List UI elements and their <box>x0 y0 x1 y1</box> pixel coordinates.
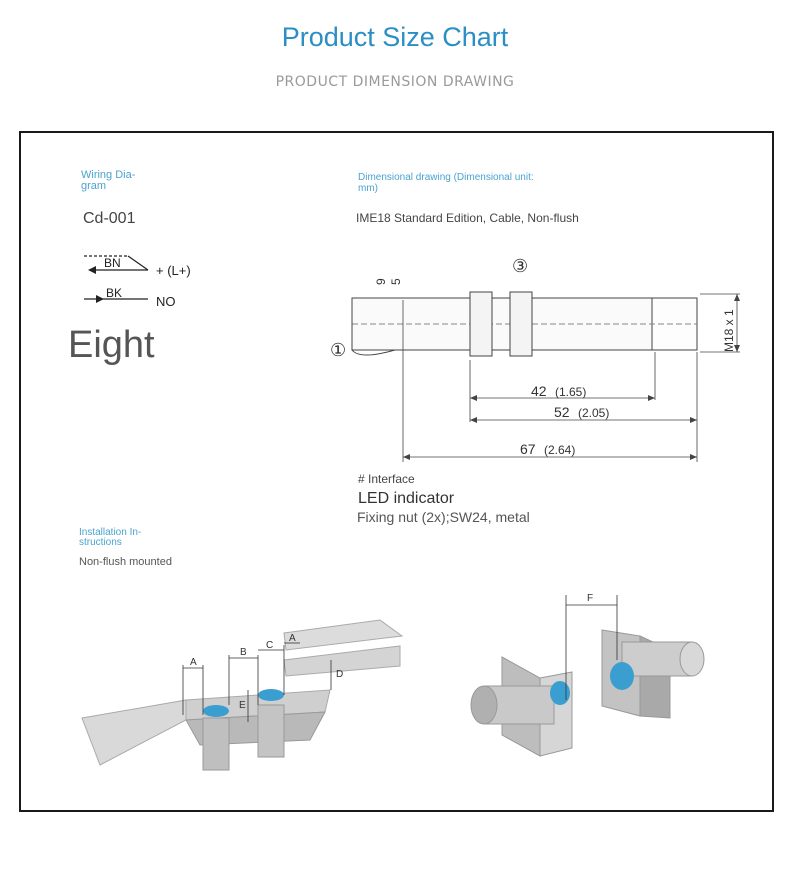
dim-67: 67 <box>520 441 536 457</box>
mounting-mode-label: Non-flush mounted <box>79 556 172 568</box>
callout-1: ① <box>330 340 346 360</box>
install-label-a-left: A <box>190 657 197 668</box>
installation-heading-line1: Installation In- <box>79 527 142 538</box>
dimensional-heading: Dimensional drawing (Dimensional unit: m… <box>358 172 534 194</box>
mounting-plate <box>81 619 404 766</box>
page-title: Product Size Chart <box>281 22 509 52</box>
page-subtitle: PRODUCT DIMENSION DRAWING <box>275 74 515 90</box>
edition-label: IME18 Standard Edition, Cable, Non-flush <box>356 211 579 225</box>
install-label-f: F <box>587 593 593 604</box>
facing-sensor-left <box>470 656 573 757</box>
dimensional-heading-line1: Dimensional drawing (Dimensional unit: <box>358 172 534 183</box>
diagram-frame: Wiring Dia- gram Cd-001 Dimensional draw… <box>19 131 774 812</box>
wire-bn-label: BN <box>104 256 121 270</box>
dim-52: 52 <box>554 404 570 420</box>
facing-sensor-right <box>601 629 705 719</box>
thread-label: M18 x 1 <box>722 309 736 352</box>
wire-bn-signal: + (L+) <box>156 263 191 278</box>
fixing-nut-label: Fixing nut (2x);SW24, metal <box>357 509 530 525</box>
callout-3: ③ <box>512 256 528 276</box>
installation-heading: Installation In- structions <box>79 528 141 548</box>
wire-bk-signal: NO <box>156 294 176 309</box>
sensor-cylinder-left <box>202 705 230 771</box>
overlay-text-eight: Eight <box>68 324 155 366</box>
dim-52-inch: (2.05) <box>578 406 609 420</box>
dim-42: 42 <box>531 383 547 399</box>
interface-label: # Interface <box>358 472 415 486</box>
sensor-cylinder-right <box>257 689 285 758</box>
arrow-bk-icon <box>96 295 104 303</box>
wiring-heading-line2: gram <box>81 180 107 192</box>
install-label-c: C <box>266 640 273 651</box>
install-label-d: D <box>336 669 343 680</box>
wiring-model: Cd-001 <box>83 210 136 227</box>
dim-42-inch: (1.65) <box>555 385 586 399</box>
dimensional-heading-line2: mm) <box>358 183 378 194</box>
fixing-nut-1 <box>469 291 493 357</box>
dim-left-5: 5 <box>389 278 403 285</box>
install-label-e: E <box>239 700 246 711</box>
install-label-b: B <box>240 647 247 658</box>
fixing-nut-2 <box>509 291 533 357</box>
dim-left-9: 9 <box>374 278 388 285</box>
led-indicator-label: LED indicator <box>358 490 455 507</box>
install-label-a-right: A <box>289 633 296 644</box>
wiring-heading-line1: Wiring Dia- <box>81 169 136 181</box>
arrow-bn-icon <box>88 266 96 274</box>
wiring-heading: Wiring Dia- gram <box>81 170 135 192</box>
installation-heading-line2: structions <box>79 537 122 548</box>
dim-67-inch: (2.64) <box>544 443 575 457</box>
wire-bk-label: BK <box>106 286 122 300</box>
